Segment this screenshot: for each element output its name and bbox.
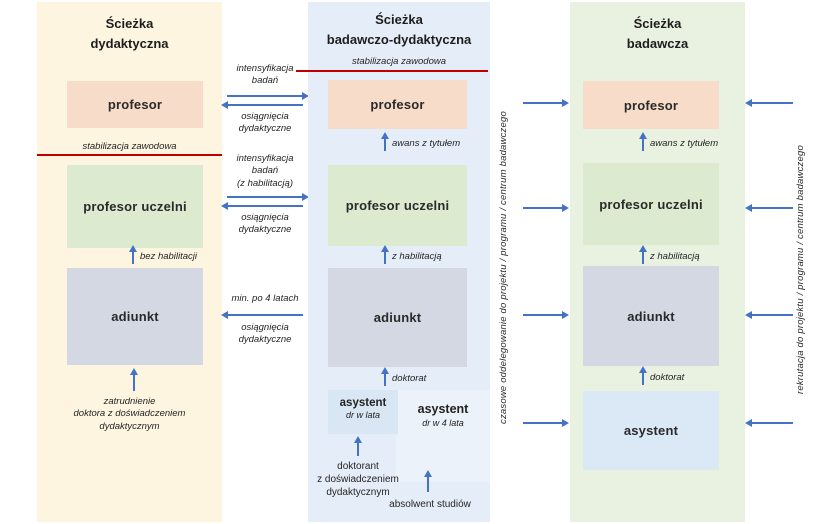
up-arrow-icon xyxy=(130,368,138,391)
arrow-left-icon xyxy=(221,311,303,319)
stage-box-profesor-uczelni: profesor uczelni xyxy=(583,163,719,245)
up-arrow-icon xyxy=(639,132,647,151)
arrow-left-icon xyxy=(745,204,793,212)
path-research-title: Ścieżka badawcza xyxy=(626,16,689,52)
transition-label-intensyfikacja-2: intensyfikacja badań (z habilitacją) xyxy=(236,153,294,189)
transition-label: doktorat xyxy=(650,372,685,384)
stage-asystent-dr: asystent dr w lata xyxy=(328,396,398,422)
arrow-left-icon xyxy=(221,101,303,109)
transition-awans-z-tytulem: awans z tytułem xyxy=(639,132,719,151)
arrow-left-icon xyxy=(221,202,303,210)
arrow-left-icon xyxy=(745,311,793,319)
stage-box-asystent: asystent xyxy=(583,391,719,470)
stage-sublabel: dr w 4 lata xyxy=(422,417,464,428)
asystent-4-panel: asystent dr w 4 lata xyxy=(396,390,490,482)
stage-box-profesor-uczelni: profesor uczelni xyxy=(67,165,203,248)
entry-label: zatrudnienie doktora z doświadczeniem dy… xyxy=(73,396,186,432)
path-didactic-title: Ścieżka dydaktyczna xyxy=(90,16,169,52)
up-arrow-icon xyxy=(424,470,432,492)
up-arrow-icon xyxy=(381,367,389,386)
transition-zone-didactic-research: intensyfikacja badań osiągnięcia dydakty… xyxy=(221,0,309,524)
arrow-right-icon xyxy=(227,193,309,201)
transition-z-habilitacja: z habilitacją xyxy=(381,245,442,264)
up-arrow-icon xyxy=(639,366,647,385)
stabilization-line xyxy=(37,154,222,156)
transition-zone-rekrutacja: rekrutacja do projektu / programu / cent… xyxy=(745,0,835,524)
stage-label: asystent xyxy=(339,397,387,409)
stage-box-asystent-dr: asystent dr w lata xyxy=(328,390,398,434)
up-arrow-icon xyxy=(639,245,647,264)
oddelegowanie-label: czasowe oddelegowanie do projektu / prog… xyxy=(498,111,509,425)
up-arrow-icon xyxy=(129,245,137,264)
stage-asystent-4: asystent dr w 4 lata xyxy=(396,402,490,429)
stabilization-label: stabilizacja zawodowa xyxy=(352,56,446,67)
transition-label: doktorat xyxy=(392,373,427,385)
stage-box-adiunkt: adiunkt xyxy=(67,268,203,365)
stage-box-profesor: profesor xyxy=(67,81,203,128)
transition-label-osiagniecia-2: osiągnięcia dydaktyczne xyxy=(238,212,292,236)
absolwent-label: absolwent studiów xyxy=(389,499,471,510)
rekrutacja-label: rekrutacja do projektu / programu / cent… xyxy=(795,145,806,395)
path-research: Ścieżka badawcza profesor awans z tytułe… xyxy=(570,2,745,522)
transition-awans-z-tytulem: awans z tytułem xyxy=(381,132,461,151)
stage-box-profesor: profesor xyxy=(583,81,719,129)
transition-label-min-4-lata: min. po 4 latach xyxy=(231,293,299,304)
stage-box-adiunkt: adiunkt xyxy=(583,266,719,366)
transition-label-intensyfikacja-1: intensyfikacja badań xyxy=(236,63,294,87)
path-research-didactic: Ścieżka badawczo-dydaktyczna stabilizacj… xyxy=(296,2,490,522)
arrow-left-icon xyxy=(745,419,793,427)
arrow-right-icon xyxy=(523,204,569,212)
up-arrow-icon xyxy=(381,245,389,264)
stabilization-label: stabilizacja zawodowa xyxy=(82,141,177,152)
path-didactic: Ścieżka dydaktyczna profesor stabilizacj… xyxy=(37,2,222,522)
transition-label-osiagniecia-1: osiągnięcia dydaktyczne xyxy=(238,111,292,135)
stage-box-adiunkt: adiunkt xyxy=(328,268,467,367)
stage-box-profesor: profesor xyxy=(328,80,467,129)
transition-doktorat: doktorat xyxy=(381,367,427,386)
transition-label: awans z tytułem xyxy=(392,138,461,150)
transition-zone-oddelegowanie: czasowe oddelegowanie do projektu / prog… xyxy=(490,0,570,524)
stage-sublabel: dr w lata xyxy=(345,410,380,421)
stabilization-line xyxy=(296,70,488,72)
stage-box-profesor-uczelni: profesor uczelni xyxy=(328,165,467,246)
transition-label: bez habilitacji xyxy=(140,251,198,263)
arrow-right-icon xyxy=(227,92,309,100)
arrow-right-icon xyxy=(523,419,569,427)
doktorant-label: doktorant z doświadczeniem dydaktycznym xyxy=(317,461,399,498)
transition-doktorat: doktorat xyxy=(639,366,685,385)
path-research-didactic-title: Ścieżka badawczo-dydaktyczna xyxy=(326,12,472,48)
arrow-right-icon xyxy=(523,311,569,319)
transition-label: awans z tytułem xyxy=(650,138,719,150)
transition-label: z habilitacją xyxy=(650,251,700,263)
arrow-left-icon xyxy=(745,99,793,107)
arrow-right-icon xyxy=(523,99,569,107)
up-arrow-icon xyxy=(354,436,362,456)
transition-z-habilitacja: z habilitacją xyxy=(639,245,700,264)
transition-label-osiagniecia-3: osiągnięcia dydaktyczne xyxy=(238,322,292,346)
transition-label: z habilitacją xyxy=(392,251,442,263)
stage-label: asystent xyxy=(417,402,469,416)
up-arrow-icon xyxy=(381,132,389,151)
transition-bez-habilitacji: bez habilitacji xyxy=(129,245,198,264)
